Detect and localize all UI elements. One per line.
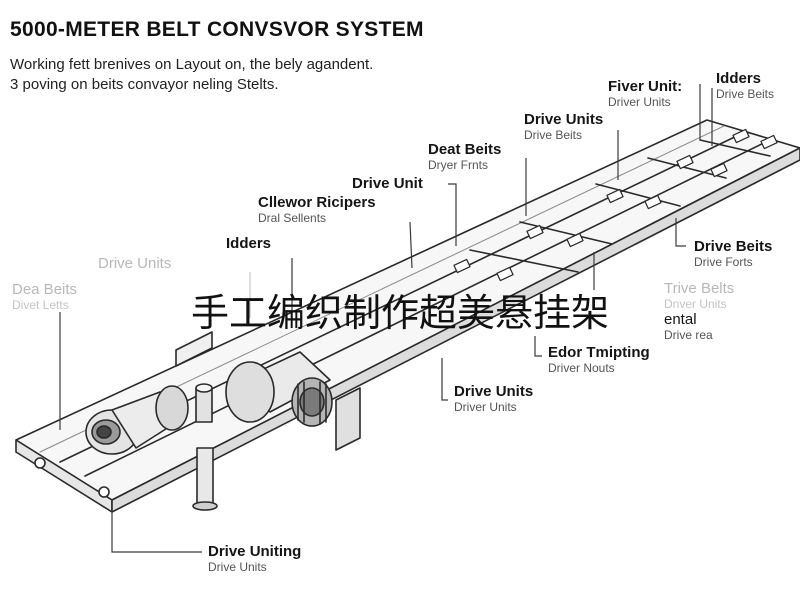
label-drive-uniting: Drive Uniting Drive Units	[208, 543, 302, 574]
label-drive-units-top: Drive Units Drive Beits	[524, 111, 604, 142]
label-dea-beits: Dea Beits Divet Letts	[12, 281, 78, 312]
subtitle-line-1: Working fett brenives on Layout on, the …	[10, 56, 374, 73]
front-motor	[85, 385, 189, 455]
overlay-caption: 手工编织制作超美悬挂架	[190, 291, 609, 335]
mount-plate	[175, 331, 213, 367]
label-idders-left: Idders	[226, 235, 272, 252]
label-ental: ental Drive rea	[664, 311, 713, 342]
label-deat-beits: Deat Beits Dryer Frnts	[428, 141, 502, 172]
label-drive-units-mid: Drive Units Driver Units	[454, 383, 534, 414]
diagram-title: 5000-METER BELT CONVSVOR SYSTEM	[10, 18, 424, 41]
label-cllewor-ricipers: Cllewor Ricipers Dral Sellents	[258, 194, 376, 225]
leader-lines	[59, 84, 713, 553]
label-drive-unit: Drive Unit	[352, 175, 423, 192]
label-drive-beits-right: Drive Beits Drive Forts	[694, 238, 773, 269]
rollers	[453, 128, 778, 282]
label-idders-top: Idders Drive Beits	[716, 70, 775, 101]
bearing	[195, 383, 213, 423]
label-trive-belts: Trive Belts Dnver Units	[664, 280, 735, 311]
label-edor-tmipting: Edor Tmipting Driver Nouts	[548, 344, 650, 375]
label-fiver-unit: Fiver Unit: Driver Units	[608, 78, 683, 109]
label-drive-units-faint: Drive Units	[98, 255, 172, 272]
drive-drum	[225, 351, 333, 427]
subtitle-line-2: 3 poving on beits convayor neling Stelts…	[10, 76, 279, 93]
support-post	[192, 447, 218, 511]
end-bracket	[335, 387, 361, 451]
conveyor-frame-side	[111, 147, 800, 513]
